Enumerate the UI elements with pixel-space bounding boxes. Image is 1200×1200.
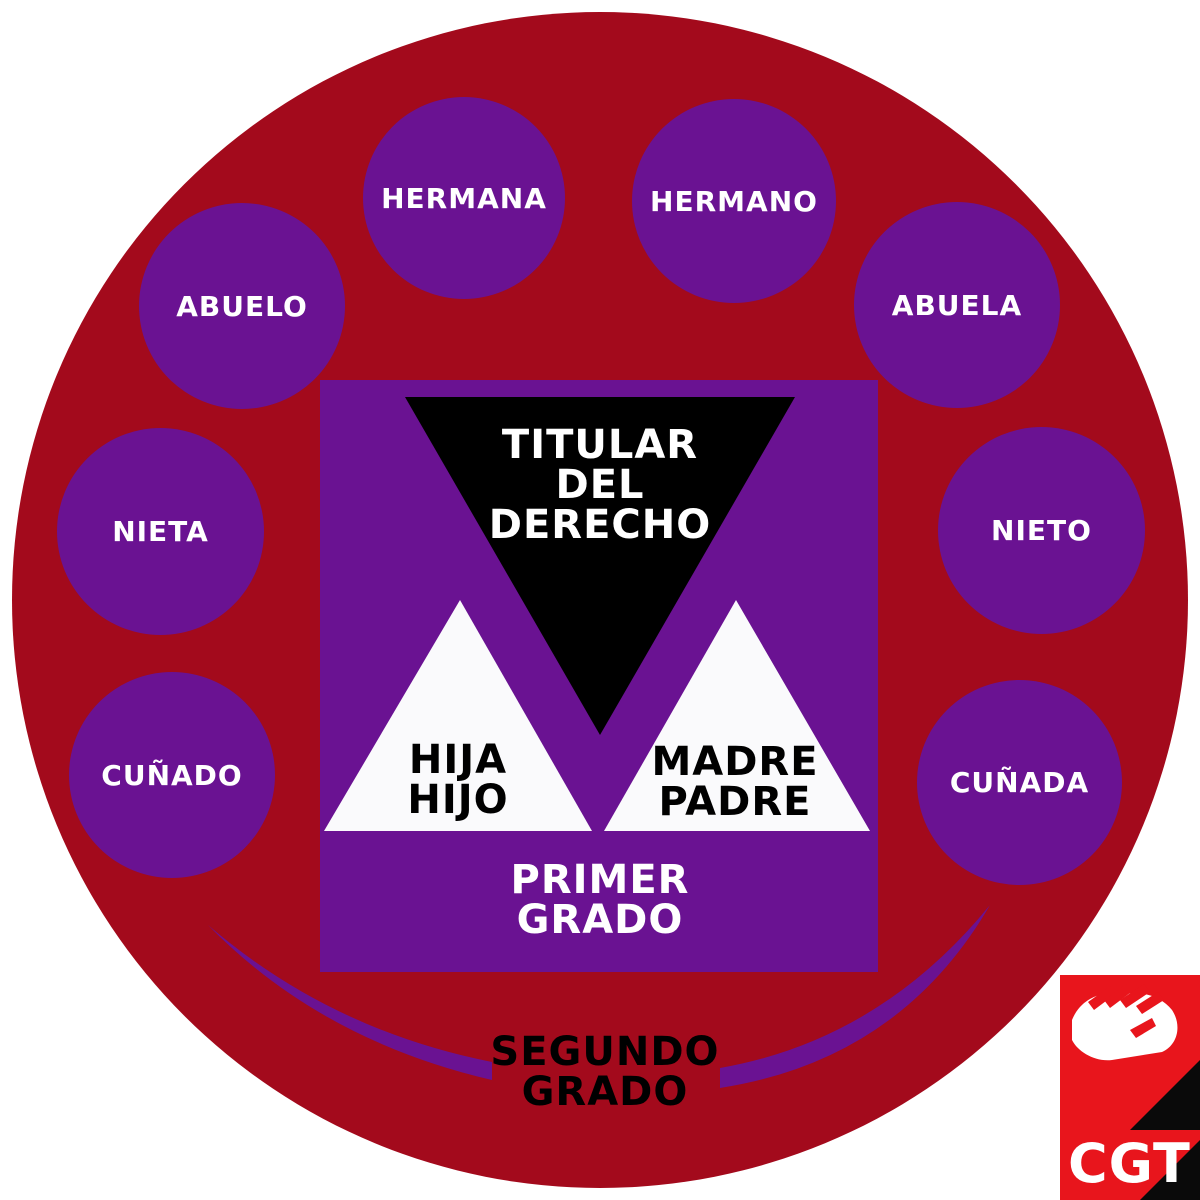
primer-grado-line: PRIMER: [510, 857, 690, 903]
padres-line: PADRE: [658, 779, 812, 825]
relative-hermano: HERMANO: [632, 99, 836, 303]
relative-cunado: CUÑADO: [69, 672, 275, 878]
relative-label: ABUELO: [176, 289, 308, 323]
segundo-grado-line: SEGUNDO: [490, 1029, 720, 1075]
raised-fist-icon: [1072, 983, 1178, 1061]
padres-line: MADRE: [651, 739, 819, 785]
titular-label: TITULAR DEL DERECHO: [450, 425, 750, 545]
hijos-label: HIJA HIJO: [378, 740, 538, 820]
padres-triangle: [604, 600, 870, 831]
segundo-grado-left-arc: [208, 925, 492, 1080]
primer-grado-line: GRADO: [516, 897, 684, 943]
primer-grado-label: PRIMER GRADO: [470, 860, 730, 940]
relative-cunada: CUÑADA: [917, 680, 1122, 885]
relative-hermana: HERMANA: [363, 97, 565, 299]
relative-abuela: ABUELA: [854, 202, 1060, 408]
relative-label: ABUELA: [891, 288, 1023, 322]
hijos-line: HIJO: [407, 777, 509, 823]
relative-label: CUÑADO: [101, 758, 243, 792]
hijos-line: HIJA: [408, 737, 508, 783]
titular-line: DEL: [555, 462, 645, 508]
cgt-logo-text: CGT: [1068, 1132, 1191, 1195]
relative-abuelo: ABUELO: [139, 203, 345, 409]
segundo-grado-right-arc: [720, 905, 990, 1088]
segundo-grado-label: SEGUNDO GRADO: [470, 1032, 740, 1112]
padres-label: MADRE PADRE: [635, 742, 835, 822]
relative-label: CUÑADA: [949, 766, 1090, 799]
segundo-grado-line: GRADO: [521, 1069, 689, 1115]
titular-triangle: [405, 397, 795, 735]
titular-line: TITULAR: [501, 422, 699, 468]
cgt-logo: [1060, 975, 1200, 1200]
relative-nieta: NIETA: [57, 428, 264, 635]
relative-label: HERMANO: [650, 184, 818, 218]
relative-nieto: NIETO: [938, 427, 1145, 634]
relative-label: NIETA: [112, 515, 209, 548]
hijos-triangle: [324, 600, 592, 831]
relative-label: HERMANA: [381, 181, 547, 215]
relative-label: NIETO: [991, 514, 1092, 547]
titular-line: DERECHO: [488, 502, 712, 548]
